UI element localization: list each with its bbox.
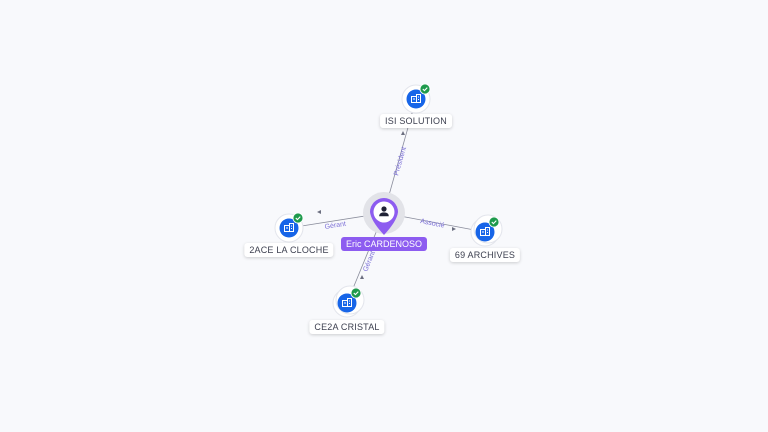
company-label-ce2a[interactable]: CE2A CRISTAL [309, 320, 385, 334]
building-icon [480, 227, 490, 236]
edge-label-isi: Président [393, 146, 408, 176]
verified-check-icon [350, 287, 362, 299]
company-node-2ace[interactable] [274, 212, 304, 243]
arrow-isi [401, 131, 405, 135]
center-person-label[interactable]: Eric CARDENOSO [340, 237, 428, 251]
company-node-isi[interactable] [401, 83, 431, 114]
building-icon [342, 298, 352, 307]
arrow-2ace [317, 210, 321, 214]
company-node-ce2a[interactable] [332, 285, 365, 318]
company-node-69a[interactable] [470, 214, 503, 247]
arrow-69a [452, 227, 456, 231]
verified-check-icon [419, 83, 431, 95]
edge-label-2ace: Gérant [324, 221, 346, 231]
arrow-ce2a [360, 275, 364, 279]
building-icon [284, 223, 294, 232]
verified-check-icon [488, 216, 500, 228]
edge-label-ce2a: Gérant [362, 250, 377, 273]
edge-arrows [317, 131, 456, 279]
verified-check-icon [292, 212, 304, 224]
building-icon [411, 94, 421, 103]
company-label-2ace[interactable]: 2ACE LA CLOCHE [244, 243, 334, 257]
person-icon [379, 206, 389, 217]
company-label-isi[interactable]: ISI SOLUTION [380, 114, 452, 128]
edge-label-69a: Associé [420, 218, 446, 230]
company-label-69a[interactable]: 69 ARCHIVES [449, 248, 521, 262]
center-person-node[interactable] [363, 192, 405, 235]
